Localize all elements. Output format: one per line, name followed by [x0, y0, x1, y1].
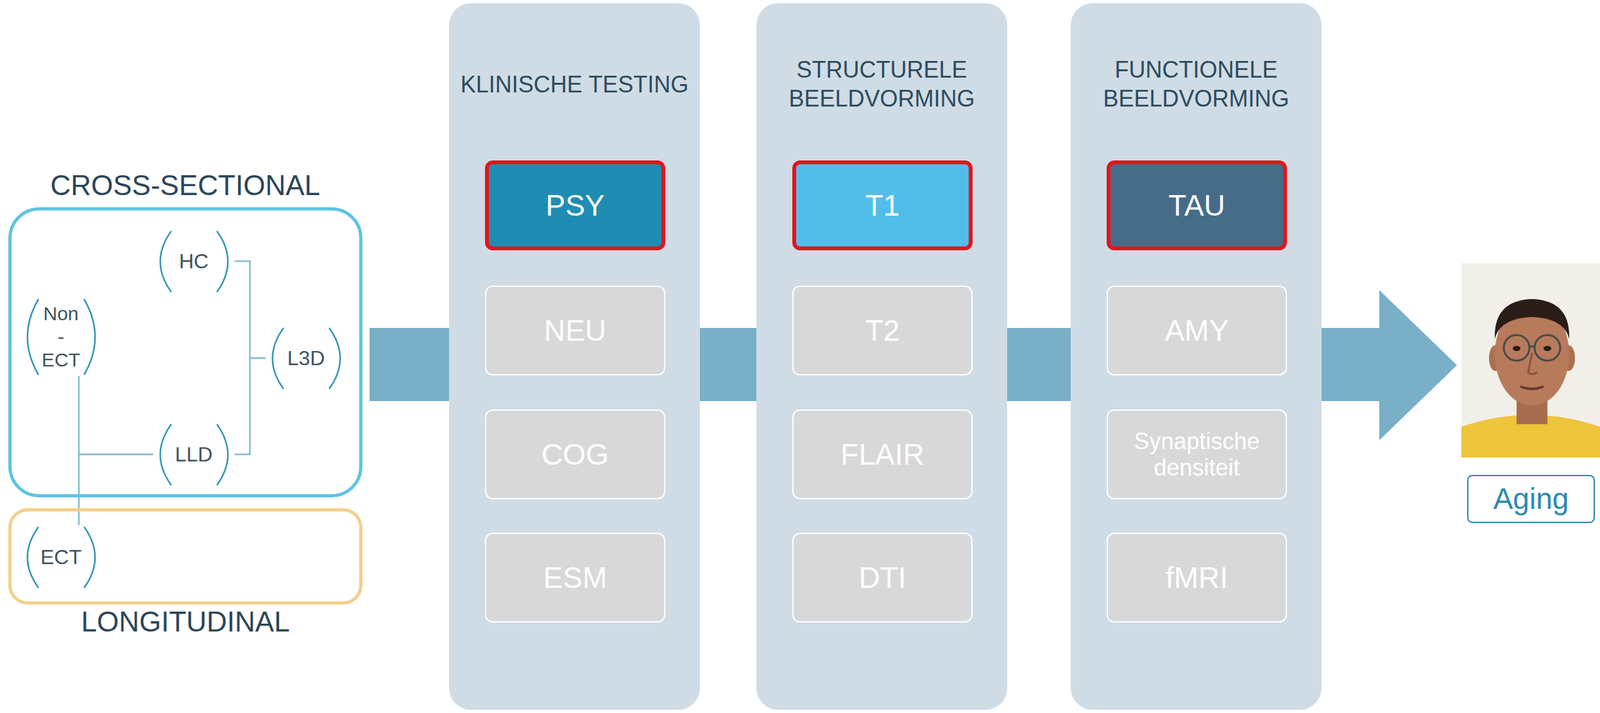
modality-box: fMRI: [1106, 532, 1287, 623]
modality-label: DTI: [858, 560, 906, 595]
group-heading: LONGITUDINAL: [81, 605, 290, 639]
cohort-circle: HC: [153, 229, 235, 294]
cohort-label: L3D: [287, 345, 326, 371]
connector-line: [78, 454, 154, 526]
cohort-label: HC: [178, 248, 209, 274]
connector-line: [234, 357, 266, 455]
modality-label: COG: [541, 437, 609, 472]
modality-label: ESM: [543, 560, 608, 595]
circle-arc: [159, 230, 171, 292]
circle-arc: [159, 424, 171, 486]
circle-arc: [26, 526, 38, 588]
photo-nose: [1528, 352, 1538, 375]
circle-arc: [216, 230, 228, 292]
modality-box: AMY: [1106, 285, 1287, 376]
photo-background: [1461, 263, 1600, 458]
cohort-label: LLD: [175, 442, 213, 467]
modality-label: Synaptische densiteit: [1114, 427, 1280, 482]
circle-arc: [216, 424, 228, 486]
photo-eye: [1543, 345, 1552, 351]
category-panel: FUNCTIONELE BEELDVORMING TAU AMY Synaptisch…: [1070, 3, 1322, 710]
selected-modality-box: T1: [792, 160, 973, 251]
photo-eye: [1512, 345, 1521, 351]
photo-mouth: [1520, 386, 1544, 389]
connector-line: [234, 261, 266, 358]
selected-modality-box: PSY: [485, 160, 666, 251]
photo-glasses-bridge: [1529, 345, 1535, 348]
cohort-label: Non - ECT: [41, 302, 81, 372]
cohort-circle: ECT: [20, 525, 103, 589]
photo-hair: [1494, 298, 1570, 339]
outcome-label: Aging: [1493, 481, 1570, 516]
circle-arc: [84, 526, 95, 588]
photo-glasses: [1534, 334, 1561, 361]
group-heading: CROSS-SECTIONAL: [50, 169, 321, 203]
modality-box: COG: [485, 409, 666, 500]
connector-line: [78, 375, 154, 455]
category-panel: KLINISCHE TESTING PSY NEU COG ESM: [449, 3, 700, 710]
circle-arc: [26, 298, 38, 375]
category-panel: STRUCTURELE BEELDVORMING T1T2FLAIR DTI: [756, 3, 1008, 710]
modality-box: T2: [792, 285, 973, 376]
modality-box: ESM: [485, 532, 666, 623]
longitudinal-group: LONGITUDINALECT: [8, 508, 363, 605]
circle-arc: [329, 327, 341, 389]
modality-label: TAU: [1168, 188, 1226, 223]
photo-glasses: [1503, 334, 1530, 361]
selected-modality-box: TAU: [1106, 160, 1287, 251]
panel-heading: FUNCTIONELE BEELDVORMING: [1075, 55, 1317, 113]
circle-arc: [84, 298, 95, 375]
outcome-box: Aging: [1467, 474, 1595, 523]
cohort-circle: L3D: [265, 326, 348, 391]
portrait-photo: [1461, 263, 1600, 458]
modality-label: FLAIR: [840, 437, 924, 472]
modality-box: DTI: [792, 532, 973, 623]
modality-label: AMY: [1165, 313, 1230, 348]
cohort-circle: LLD: [153, 422, 235, 487]
modality-label: PSY: [545, 188, 605, 223]
modality-box: FLAIR: [792, 409, 973, 500]
modality-label: fMRI: [1165, 560, 1228, 595]
cross-sectional-group: CROSS-SECTIONALHCNon - ECTL3DLLD: [8, 207, 363, 498]
cohort-circle: Non - ECT: [20, 297, 103, 376]
modality-label: T1: [865, 188, 901, 223]
modality-box: Synaptische densiteit: [1106, 409, 1287, 500]
panel-heading: KLINISCHE TESTING: [454, 69, 695, 99]
cohort-label: ECT: [40, 544, 82, 570]
circle-arc: [272, 327, 283, 389]
modality-label: T2: [865, 313, 901, 348]
panel-heading: STRUCTURELE BEELDVORMING: [761, 55, 1003, 113]
modality-box: NEU: [485, 285, 666, 376]
modality-label: NEU: [544, 313, 607, 348]
